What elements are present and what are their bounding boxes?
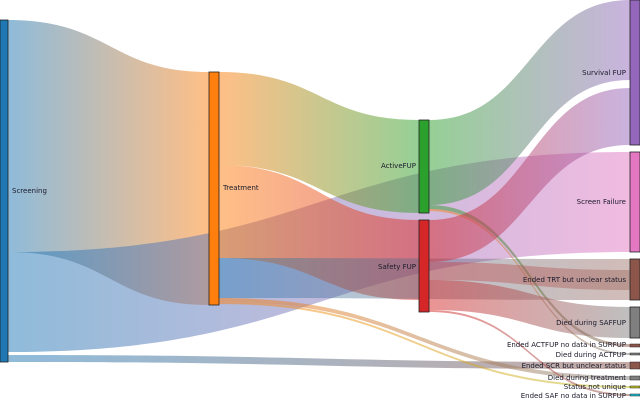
label-endedscr: Ended SCR but unclear status [521, 362, 626, 370]
node-diedtreatment [629, 375, 640, 381]
label-activefup: ActiveFUP [380, 162, 416, 170]
node-statusnotunique [629, 385, 640, 389]
flow-treatment-activefup [219, 72, 419, 213]
node-screening [0, 19, 9, 363]
flow-screening-treatment [8, 20, 209, 305]
flow-treatment-diedtreatment [219, 298, 630, 380]
label-endedsaf: Ended SAF no data in SURFUP [520, 392, 626, 400]
label-diedactfup: Died during ACTFUP [555, 351, 626, 359]
flow-safetyfup-endedtrt [429, 262, 630, 290]
node-safetyfup [418, 219, 430, 313]
label-safetyfup: Safety FUP [378, 263, 416, 271]
label-treatment: Treatment [223, 184, 259, 192]
label-endedactfup: Ended ACTFUP no data in SURFUP [506, 341, 626, 349]
node-survivalfup [629, 0, 640, 146]
node-endedtrt [629, 258, 640, 301]
node-endedscr [629, 361, 640, 370]
label-endedtrt: Ended TRT but unclear status [522, 276, 626, 284]
label-screenfailure: Screen Failure [576, 198, 626, 206]
label-statusnotunique: Status not unique [563, 383, 626, 391]
node-activefup [418, 119, 430, 214]
label-survivalfup: Survival FUP [582, 69, 626, 77]
label-screening: Screening [12, 187, 47, 195]
flow-safetyfup-diedsaffup [429, 280, 630, 338]
flow-activefup-survivalfup [429, 0, 630, 205]
node-screenfailure [629, 151, 640, 253]
flow-safetyfup-survivalfup [429, 88, 630, 262]
node-endedactfup [629, 343, 640, 348]
node-endedsaf [629, 393, 640, 397]
label-diedsaffup: Died during SAFFUP [556, 319, 626, 327]
node-treatment [208, 71, 220, 306]
label-diedtreatment: Died during treatment [547, 374, 626, 382]
node-diedsaffup [629, 306, 640, 339]
node-diedactfup [629, 352, 640, 356]
flow-safetyfup-endedsaf [429, 310, 630, 396]
